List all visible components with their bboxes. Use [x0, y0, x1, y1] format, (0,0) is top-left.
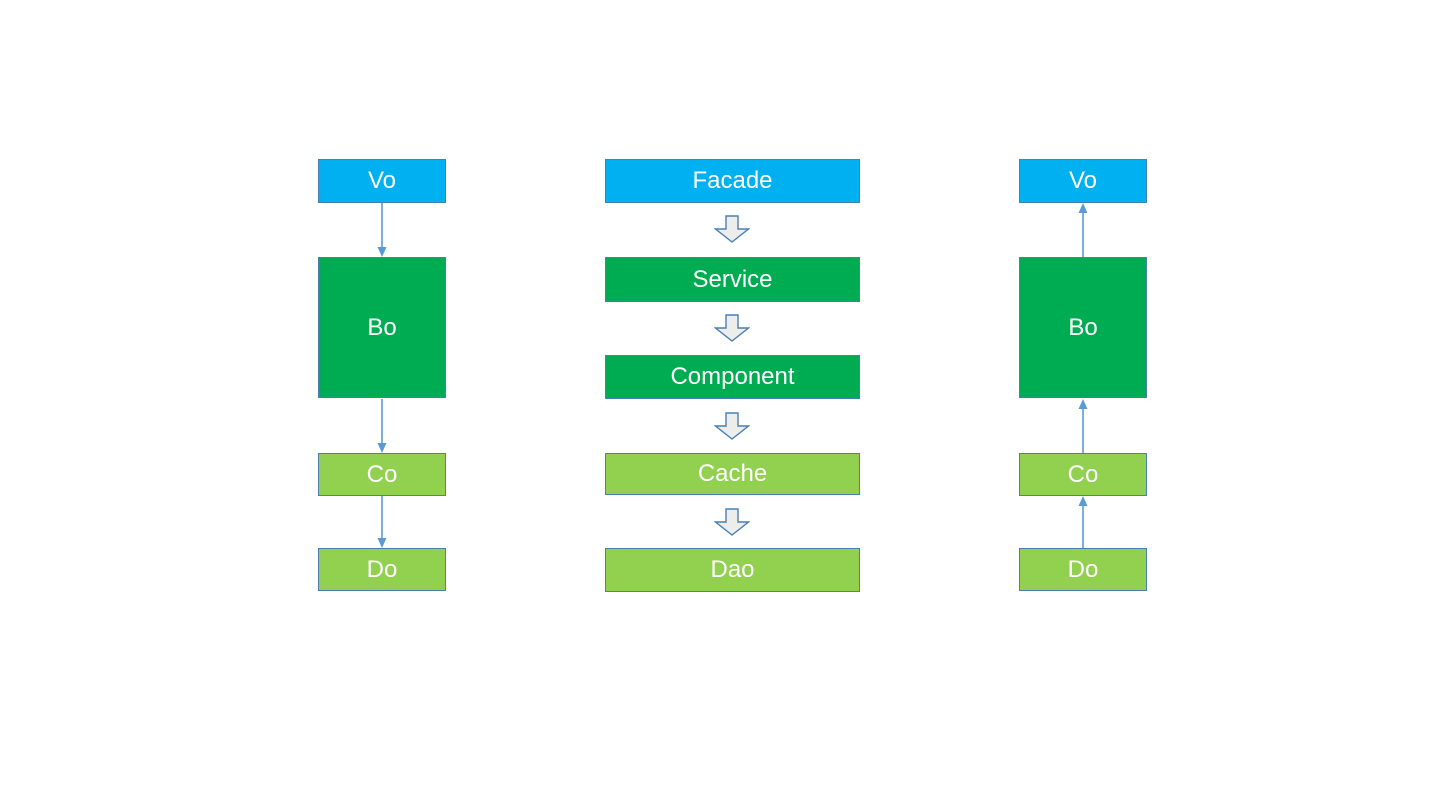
- connector-down-arrow: [377, 496, 387, 548]
- node-middle-dao: Dao: [605, 548, 860, 592]
- block-down-arrow-icon: [714, 508, 750, 536]
- node-middle-facade: Facade: [605, 159, 860, 203]
- connector-up-arrow: [1078, 399, 1088, 453]
- block-down-arrow-icon: [714, 215, 750, 243]
- node-right-do: Do: [1019, 548, 1147, 591]
- node-right-vo: Vo: [1019, 159, 1147, 203]
- node-right-co: Co: [1019, 453, 1147, 496]
- block-down-arrow-icon: [714, 314, 750, 342]
- node-label: Dao: [710, 556, 755, 583]
- node-middle-cache: Cache: [605, 453, 860, 495]
- node-label: Vo: [367, 167, 397, 194]
- node-middle-service: Service: [605, 257, 860, 302]
- node-label: Co: [1067, 460, 1099, 488]
- node-middle-component: Component: [605, 355, 860, 399]
- node-label: Co: [366, 460, 398, 488]
- connector-up-arrow: [1078, 203, 1088, 257]
- node-label: Facade: [692, 167, 773, 194]
- node-label: Component: [670, 363, 795, 390]
- connector-down-arrow: [377, 399, 387, 453]
- node-label: Vo: [1068, 167, 1098, 194]
- node-left-co: Co: [318, 453, 446, 496]
- node-label: Bo: [367, 313, 397, 341]
- connector-down-arrow: [377, 203, 387, 257]
- node-left-do: Do: [318, 548, 446, 591]
- block-down-arrow-icon: [714, 412, 750, 440]
- node-right-bo: Bo: [1019, 257, 1147, 398]
- node-left-vo: Vo: [318, 159, 446, 203]
- node-label: Do: [366, 555, 398, 583]
- node-label: Service: [692, 265, 773, 293]
- node-label: Cache: [697, 460, 768, 487]
- node-left-bo: Bo: [318, 257, 446, 398]
- connector-up-arrow: [1078, 496, 1088, 548]
- node-label: Bo: [1068, 313, 1098, 341]
- node-label: Do: [1067, 555, 1099, 583]
